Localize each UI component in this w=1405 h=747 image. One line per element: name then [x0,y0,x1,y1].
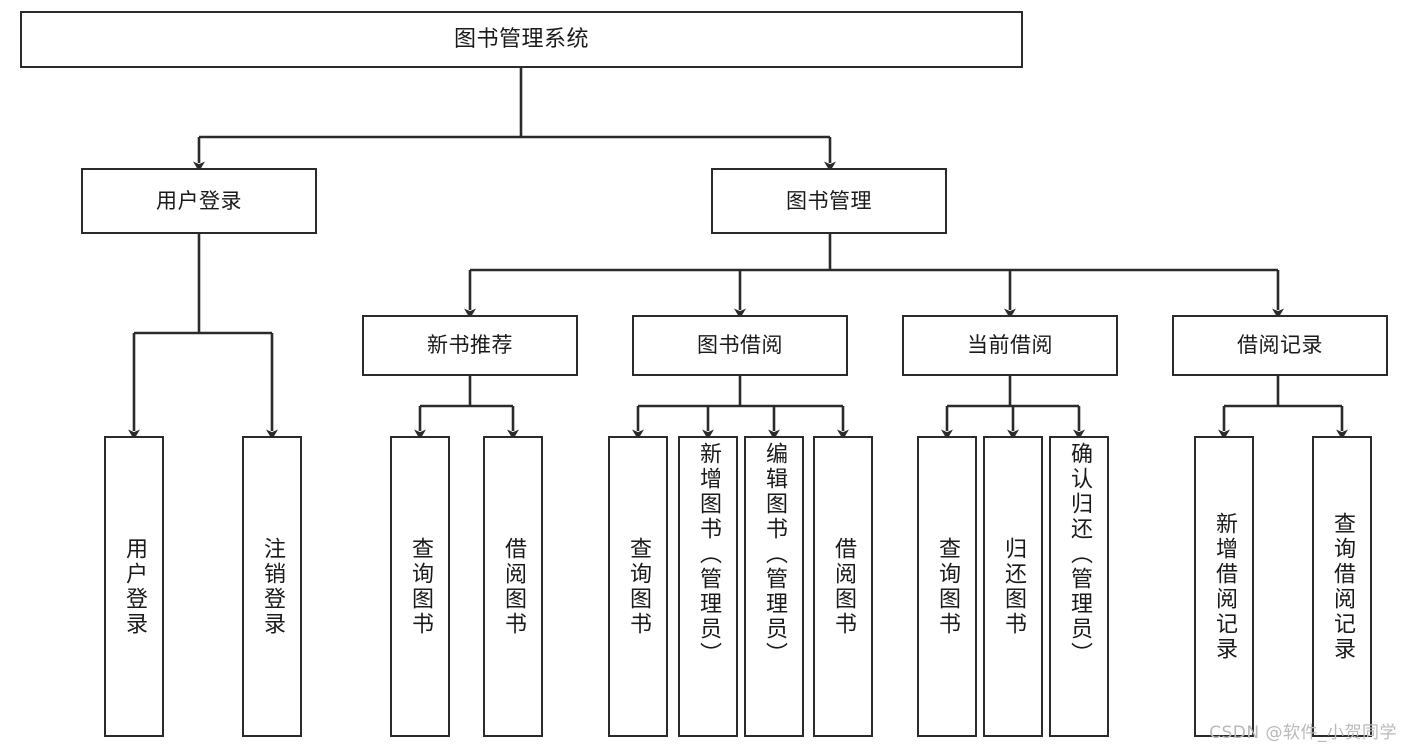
node-leaf-return-book[interactable]: 归还图书 [983,436,1043,737]
node-user-login-label: 用户登录 [156,188,242,213]
node-leaf-user-login[interactable]: 用户登录 [104,436,164,737]
node-leaf-add-record-label: 新增借阅记录 [1212,511,1237,662]
node-leaf-edit-book-label: 编辑图书（管理员） [762,442,787,667]
node-leaf-query-record-label: 查询借阅记录 [1330,511,1355,662]
node-book-manage[interactable]: 图书管理 [711,168,947,234]
node-leaf-borrow-book-1-label: 借阅图书 [501,536,526,637]
node-borrow-record[interactable]: 借阅记录 [1172,315,1388,376]
node-leaf-user-login-label: 用户登录 [122,536,147,637]
node-leaf-query-book-2-label: 查询图书 [626,536,651,637]
node-borrow-record-label: 借阅记录 [1237,333,1323,358]
node-leaf-add-book-label: 新增图书（管理员） [696,442,721,667]
node-leaf-query-book-1[interactable]: 查询图书 [390,436,450,737]
node-leaf-query-book-3-label: 查询图书 [935,536,960,637]
node-book-borrow[interactable]: 图书借阅 [632,315,848,376]
node-current-borrow[interactable]: 当前借阅 [902,315,1118,376]
node-leaf-edit-book[interactable]: 编辑图书（管理员） [744,436,804,737]
node-book-borrow-label: 图书借阅 [697,333,783,358]
node-leaf-confirm-return[interactable]: 确认归还（管理员） [1049,436,1109,737]
node-leaf-confirm-return-label: 确认归还（管理员） [1067,442,1092,667]
node-new-book-recommend-label: 新书推荐 [427,333,513,358]
node-leaf-query-book-2[interactable]: 查询图书 [608,436,668,737]
node-leaf-add-book[interactable]: 新增图书（管理员） [678,436,738,737]
watermark: CSDN @软件_小贺同学 [1209,723,1397,743]
node-book-manage-label: 图书管理 [786,188,872,213]
node-user-login[interactable]: 用户登录 [81,168,317,234]
node-current-borrow-label: 当前借阅 [967,333,1053,358]
node-root-label: 图书管理系统 [453,26,589,52]
node-leaf-return-book-label: 归还图书 [1001,536,1026,637]
node-root[interactable]: 图书管理系统 [20,11,1023,68]
node-leaf-add-record[interactable]: 新增借阅记录 [1194,436,1254,737]
node-leaf-query-book-1-label: 查询图书 [408,536,433,637]
node-leaf-logout-label: 注销登录 [260,536,285,637]
node-leaf-borrow-book-1[interactable]: 借阅图书 [483,436,543,737]
node-leaf-borrow-book-2-label: 借阅图书 [831,536,856,637]
node-new-book-recommend[interactable]: 新书推荐 [362,315,578,376]
node-leaf-query-book-3[interactable]: 查询图书 [917,436,977,737]
node-leaf-query-record[interactable]: 查询借阅记录 [1312,436,1372,737]
node-leaf-borrow-book-2[interactable]: 借阅图书 [813,436,873,737]
node-leaf-logout[interactable]: 注销登录 [242,436,302,737]
